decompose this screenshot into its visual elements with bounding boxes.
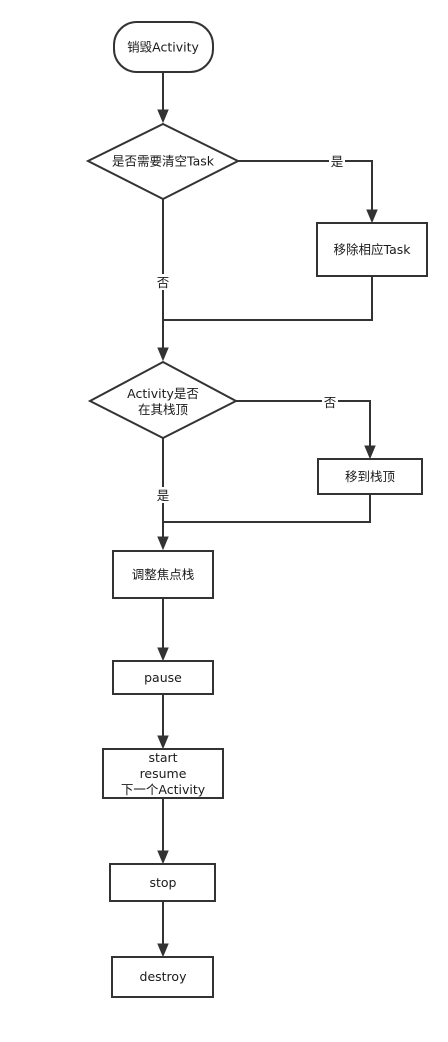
node-label-line: Activity是否 <box>127 386 199 401</box>
edge-top-no <box>236 400 371 446</box>
node-label-line: 在其栈顶 <box>138 402 189 417</box>
node-destroy: destroy <box>111 956 214 998</box>
node-label-line: resume <box>140 766 187 781</box>
process-shape <box>109 863 216 902</box>
edge-remove-task-merge <box>163 276 373 321</box>
edge-label-bg <box>155 487 171 503</box>
edges <box>157 72 378 958</box>
process-shape <box>112 660 214 695</box>
arrowhead <box>157 647 169 662</box>
node-remove-task: 移除相应Task <box>316 222 428 277</box>
arrowhead <box>157 943 169 958</box>
edge-label-top-no: 否 <box>324 395 337 410</box>
node-pause: pause <box>112 660 214 695</box>
edge-label-top-yes: 是 <box>157 488 170 503</box>
node-move-to-top: 移到栈顶 <box>317 458 423 495</box>
decision-shape <box>85 122 241 201</box>
arrowhead <box>157 536 169 551</box>
edge-label-bg <box>322 394 338 410</box>
process-shape <box>111 956 214 998</box>
node-label: destroy <box>140 969 188 984</box>
node-label: 移到栈顶 <box>345 469 396 484</box>
arrowhead <box>157 347 169 362</box>
edge-move-top-merge <box>163 494 371 523</box>
edge-clear-yes <box>238 160 373 210</box>
arrowhead <box>364 445 376 460</box>
edge-label-bg <box>155 274 171 290</box>
node-start-resume: start resume 下一个Activity <box>102 748 224 799</box>
node-label-line: 下一个Activity <box>121 782 206 797</box>
arrowhead <box>157 735 169 750</box>
decision-shape <box>87 360 239 440</box>
node-label-line: start <box>148 750 177 765</box>
arrowhead <box>157 109 169 124</box>
edge-label-clear-yes: 是 <box>331 154 344 169</box>
node-adjust-focus-stack: 调整焦点栈 <box>112 550 214 599</box>
node-label: 调整焦点栈 <box>132 567 195 582</box>
node-label: pause <box>144 670 182 685</box>
edge-labels: 是 否 否 是 <box>155 153 345 503</box>
nodes: 销毁Activity 是否需要清空Task 移除相应Task Activity是… <box>85 21 428 998</box>
node-label: stop <box>150 875 177 890</box>
edge-label-clear-no: 否 <box>157 275 170 290</box>
terminal-shape <box>113 21 214 73</box>
process-shape <box>102 748 224 799</box>
edge-label-bg <box>329 153 345 169</box>
arrowhead <box>366 209 378 224</box>
node-label: 移除相应Task <box>334 242 412 257</box>
arrowhead <box>157 850 169 865</box>
node-clear-task-decision: 是否需要清空Task <box>85 122 241 201</box>
node-label: 销毁Activity <box>127 40 199 55</box>
process-shape <box>316 222 428 277</box>
process-shape <box>317 458 423 495</box>
node-label: 是否需要清空Task <box>112 154 215 169</box>
node-stop: stop <box>109 863 216 902</box>
node-activity-top-decision: Activity是否 在其栈顶 <box>87 360 239 440</box>
process-shape <box>112 550 214 599</box>
node-destroy-activity: 销毁Activity <box>113 21 214 73</box>
